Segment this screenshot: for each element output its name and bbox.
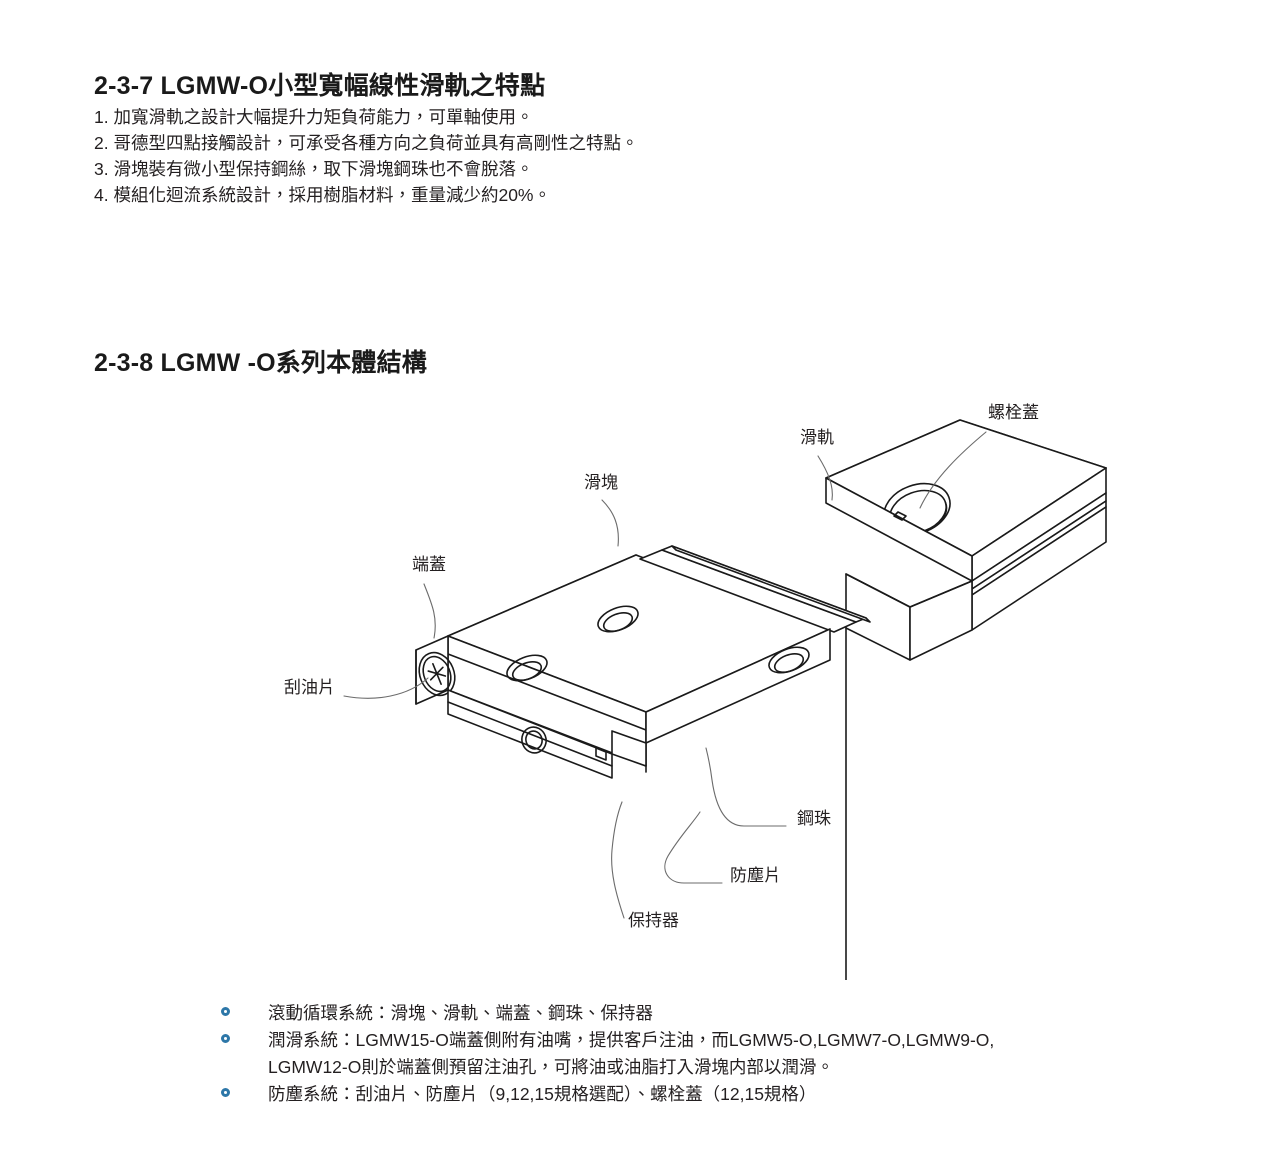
system-text: 潤滑系統：LGMW15-O端蓋側附有油嘴，提供客戶注油，而LGMW5-O,LGM… [268,1030,995,1077]
ring-bullet-icon [221,1034,230,1043]
callout-label-steel-ball: 鋼珠 [797,809,831,828]
system-text: 防塵系統：刮油片、防塵片（9,12,15規格選配）、螺栓蓋（12,15規格） [268,1084,817,1104]
list-item: 防塵系統：刮油片、防塵片（9,12,15規格選配）、螺栓蓋（12,15規格） [219,1081,1239,1108]
callout-label-carriage: 滑塊 [584,473,618,492]
list-item: 潤滑系統：LGMW15-O端蓋側附有油嘴，提供客戶注油，而LGMW5-O,LGM… [219,1027,1239,1081]
ring-bullet-icon [221,1007,230,1016]
linear-guide-diagram: 螺栓蓋 滑軌 滑塊 端蓋 刮油片 鋼珠 防塵片 保持器 [0,360,1284,980]
list-item: 2. 哥德型四點接觸設計，可承受各種方向之負荷並具有高剛性之特點。 [94,133,639,153]
section-heading-2-3-7: 2-3-7 LGMW-O小型寬幅線性滑軌之特點 [94,71,546,100]
system-text: 滾動循環系統：滑塊、滑軌、端蓋、鋼珠、保持器 [268,1003,653,1023]
callout-label-dust-sheet: 防塵片 [730,866,781,885]
list-item: 4. 模組化迴流系統設計，採用樹脂材料，重量減少約20%。 [94,185,551,205]
list-item: 3. 滑塊裝有微小型保持鋼絲，取下滑塊鋼珠也不會脫落。 [94,159,534,179]
callout-label-oil-scraper: 刮油片 [284,678,335,697]
callout-label-retainer: 保持器 [628,911,679,930]
system-list: 滾動循環系統：滑塊、滑軌、端蓋、鋼珠、保持器 潤滑系統：LGMW15-O端蓋側附… [219,1000,1239,1108]
callout-label-bolt-cover: 螺栓蓋 [988,403,1039,422]
ring-bullet-icon [221,1088,230,1097]
list-item: 滾動循環系統：滑塊、滑軌、端蓋、鋼珠、保持器 [219,1000,1239,1027]
callout-label-rail: 滑軌 [800,428,834,447]
list-item: 1. 加寬滑軌之設計大幅提升力矩負荷能力，可單軸使用。 [94,107,534,127]
callout-label-end-cap: 端蓋 [412,555,446,574]
section-heading-2-3-8: 2-3-8 LGMW -O系列本體結構 [94,348,427,377]
feature-list: 1. 加寬滑軌之設計大幅提升力矩負荷能力，可單軸使用。 2. 哥德型四點接觸設計… [94,104,1094,208]
